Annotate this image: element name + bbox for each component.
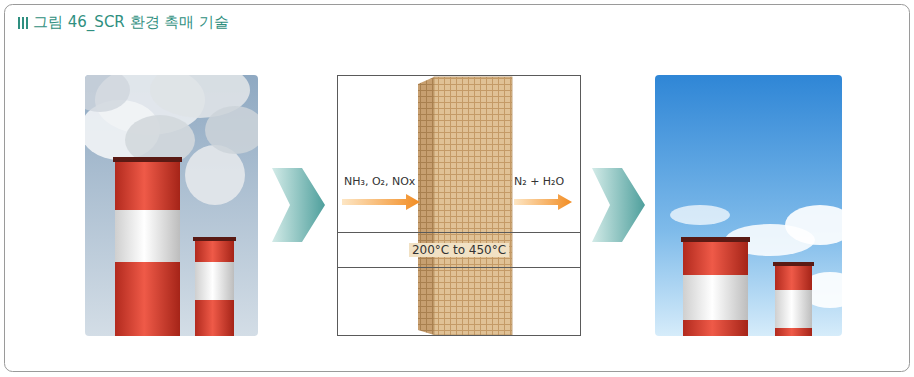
process-box: 200°C to 450°C NH₃, O₂, NOx N₂ + H₂O bbox=[337, 75, 581, 336]
temperature-band: 200°C to 450°C bbox=[338, 232, 580, 268]
smoke-cloud bbox=[185, 145, 245, 205]
chimney-rim bbox=[681, 237, 750, 242]
chimney-band bbox=[115, 262, 180, 336]
chimney bbox=[773, 262, 814, 336]
chimney-rim bbox=[773, 262, 814, 266]
marker-bar bbox=[26, 17, 28, 29]
cloud bbox=[785, 205, 842, 245]
chimney-band bbox=[195, 262, 234, 300]
marker-bar bbox=[18, 17, 20, 29]
flow-arrow bbox=[272, 168, 325, 242]
clean-photo bbox=[655, 75, 842, 336]
flow-arrow bbox=[592, 168, 645, 242]
chimney-rim bbox=[193, 237, 236, 241]
title-marker bbox=[18, 17, 28, 29]
box-ground bbox=[337, 75, 581, 336]
chimney-band bbox=[115, 210, 180, 262]
gas-out-arrow bbox=[514, 194, 572, 210]
chimney bbox=[681, 237, 750, 336]
chimney bbox=[193, 237, 236, 336]
cloud bbox=[670, 205, 730, 225]
temperature-range: 200°C to 450°C bbox=[409, 243, 509, 257]
chimney-band bbox=[683, 240, 748, 275]
input-gas-label: NH₃, O₂, NOx bbox=[344, 175, 415, 188]
chimney-band bbox=[195, 240, 234, 262]
gas-in-arrow bbox=[342, 194, 420, 210]
chimney-band bbox=[775, 328, 812, 336]
smoke-cloud bbox=[85, 75, 130, 112]
smoke-cloud bbox=[205, 106, 258, 154]
chimney-band bbox=[195, 300, 234, 336]
outer-frame bbox=[5, 5, 910, 372]
polluted-photo bbox=[85, 75, 258, 336]
figure-title: 그림 46_SCR 환경 촉매 기술 bbox=[33, 13, 229, 31]
chimney-band bbox=[683, 320, 748, 336]
catalyst-block bbox=[434, 77, 512, 335]
chimney-band bbox=[683, 275, 748, 320]
chimney-band bbox=[115, 160, 180, 210]
chimney bbox=[113, 157, 182, 336]
catalyst-side bbox=[418, 77, 434, 335]
chimney-rim bbox=[113, 157, 182, 162]
chimney-band bbox=[775, 290, 812, 328]
marker-bar bbox=[22, 17, 24, 29]
output-gas-label: N₂ + H₂O bbox=[514, 175, 564, 188]
chimney-band bbox=[775, 265, 812, 290]
